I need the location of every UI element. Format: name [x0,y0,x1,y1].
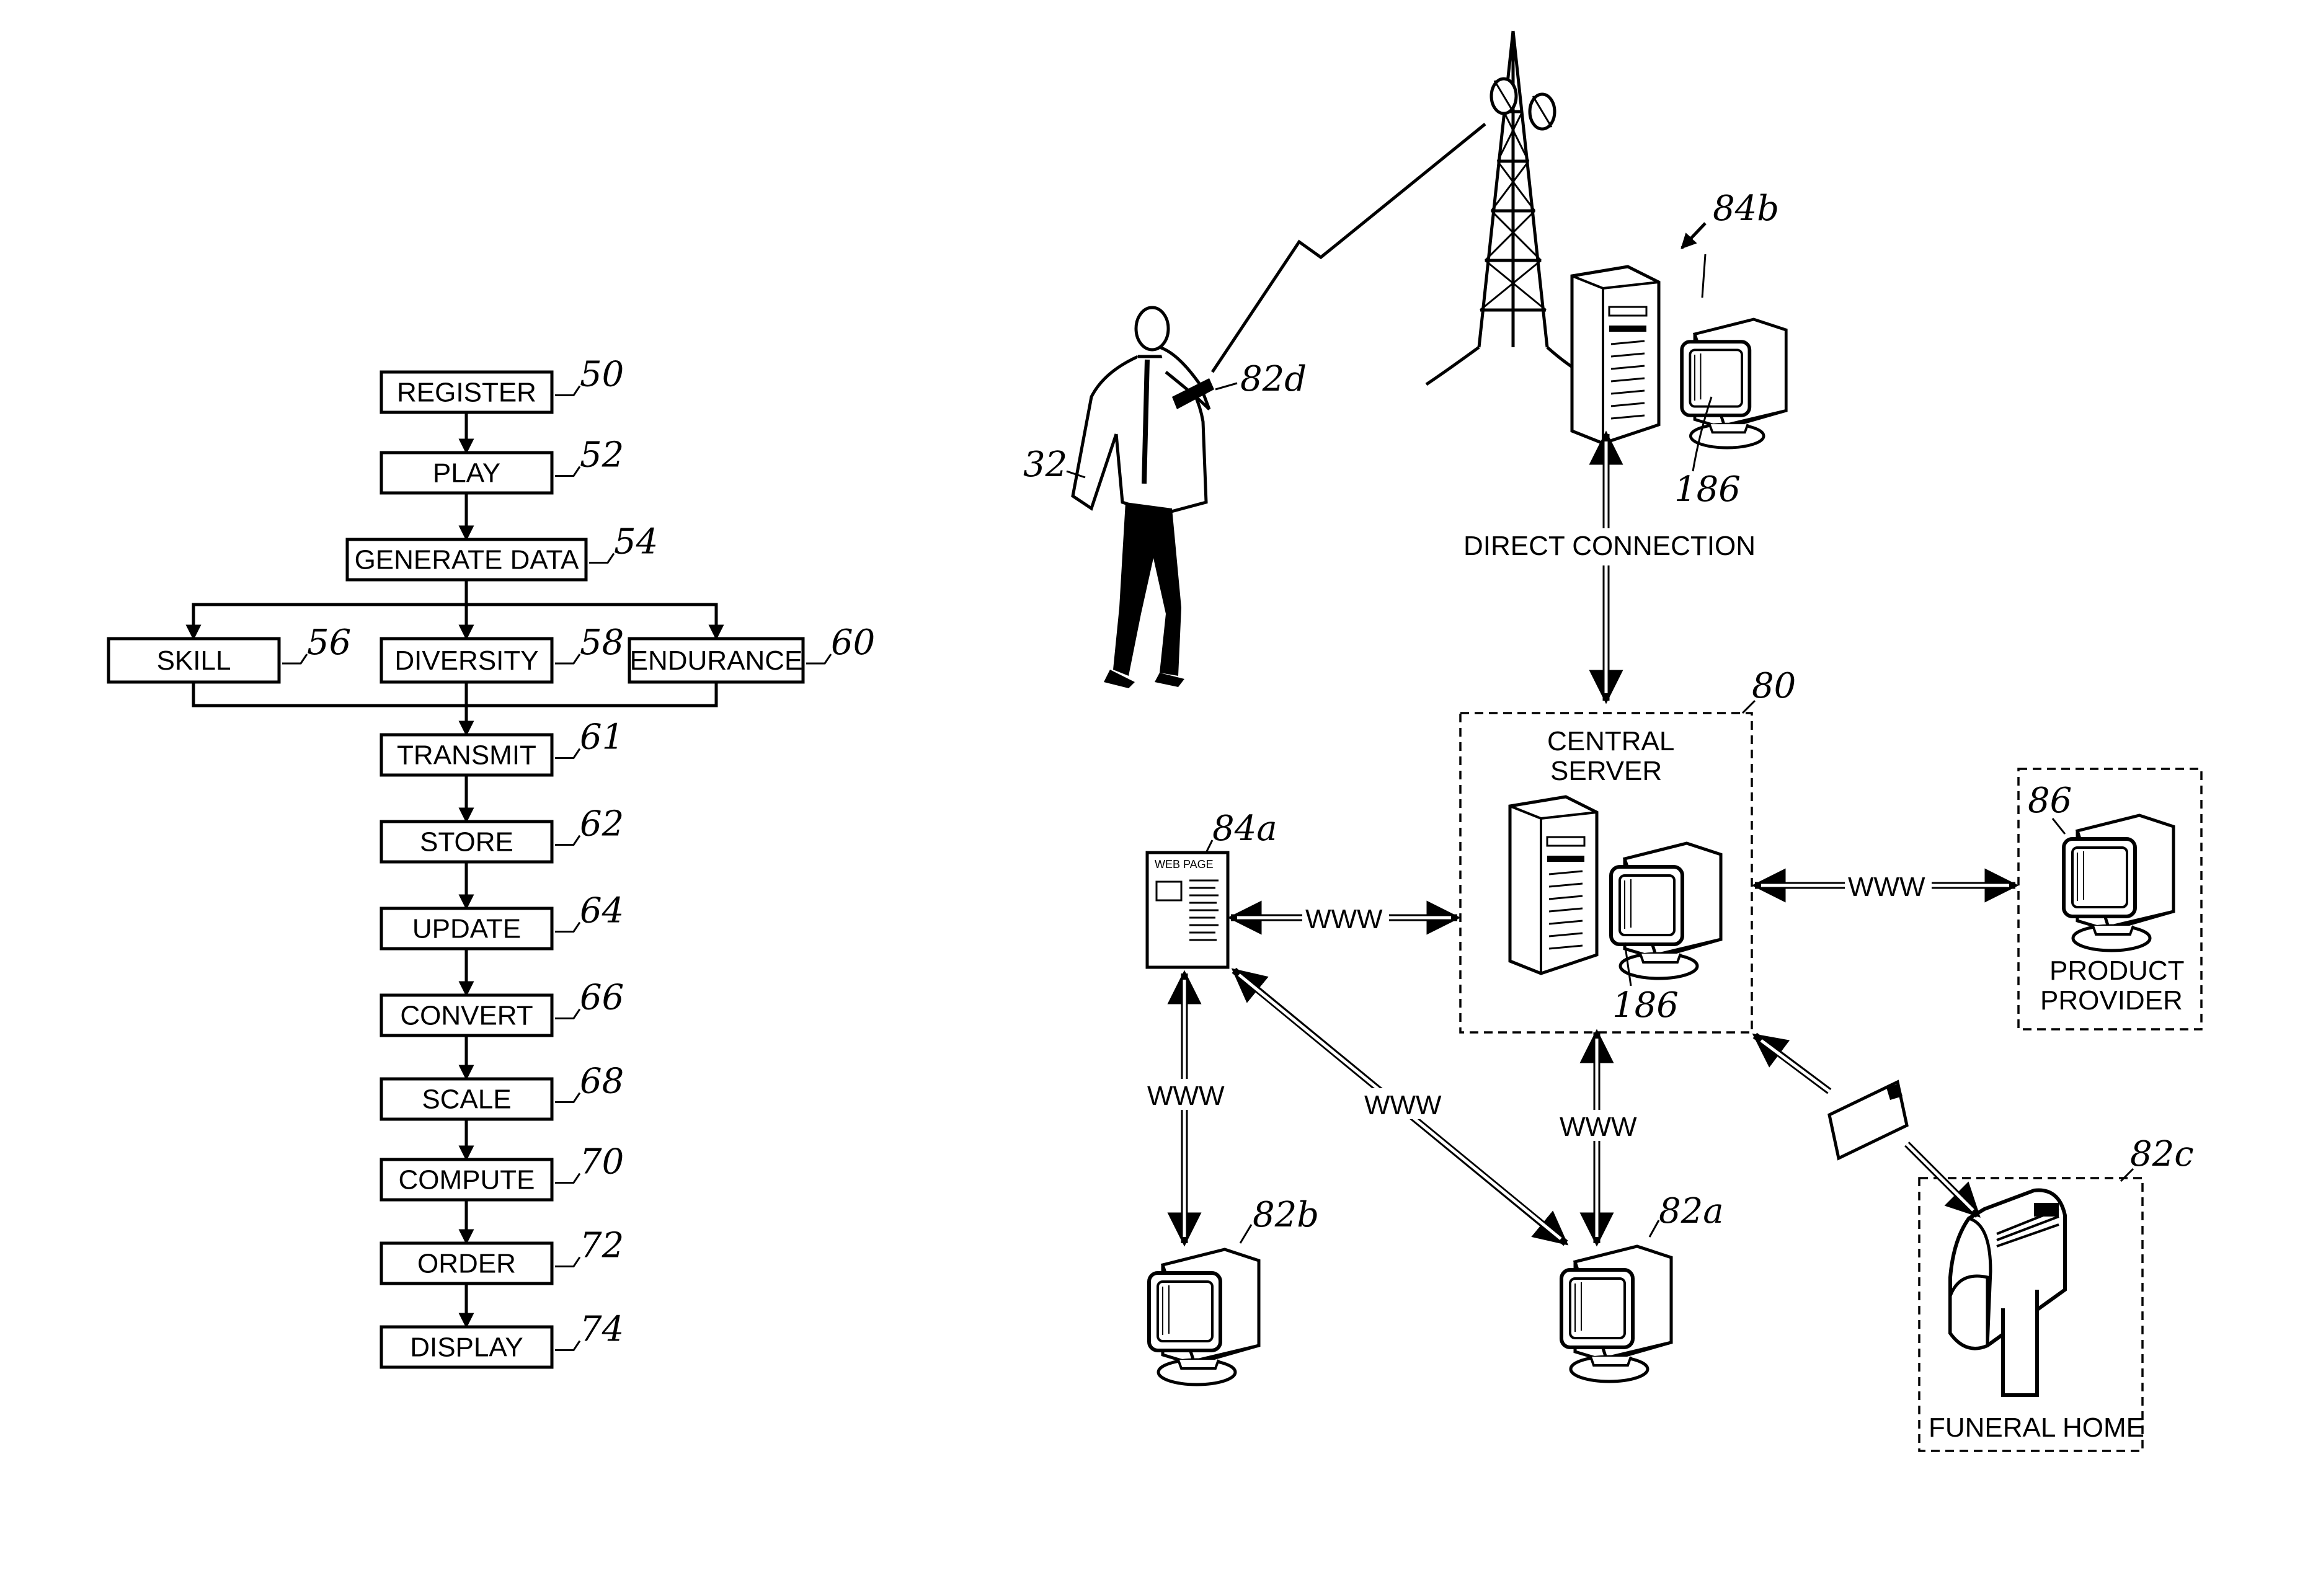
computer-monitor-icon [2064,815,2173,951]
product-line2: PROVIDER [2040,985,2183,1016]
handheld-ref: 82d [1240,359,1307,399]
central-computer-ref: 186 [1612,985,1679,1026]
computer-monitor-icon [1149,1249,1259,1385]
flow-step-ref: 56 [307,623,351,663]
www-label-webpage-82a: WWW [1364,1090,1442,1120]
www-label-central-product: WWW [1848,872,1925,902]
flow-ref-leader [555,1009,580,1019]
flow-ref-leader [555,1257,580,1267]
flow-step-label: PLAY [433,458,500,489]
central-server-line1: CENTRAL [1547,726,1674,756]
flow-ref-leader [555,654,580,663]
www-label-central-82a: WWW [1560,1112,1637,1142]
computer-b-ref: 82b [1253,1195,1319,1235]
flow-step-ref: 68 [580,1062,624,1102]
flow-step-ref: 70 [580,1142,624,1182]
server-tower-icon [1510,797,1597,973]
person-figure [1073,308,1214,688]
www-label-webpage-82b: WWW [1147,1081,1225,1111]
flow-step-label: ORDER [417,1249,516,1279]
flow-step-label: ENDURANCE [630,645,803,676]
flow-ref-leader [589,554,614,563]
web-page-document: WEB PAGE [1147,853,1228,967]
flow-ref-leader [555,467,580,476]
flow-step-label: CONVERT [400,1001,533,1031]
flow-ref-leader [555,1093,580,1102]
flow-step-label: UPDATE [412,914,521,944]
flow-step-label: SKILL [157,645,231,676]
flow-step-ref: 61 [580,717,624,758]
flow-step-label: GENERATE DATA [355,545,579,575]
flow-connector [193,605,716,639]
flow-step-ref: 62 [580,804,624,845]
flow-step-ref: 58 [580,623,624,663]
flow-ref-leader [555,1341,580,1350]
wireless-signal [1212,124,1485,372]
flow-step-ref: 54 [614,522,658,562]
flow-step-ref: 60 [831,623,875,663]
flow-ref-leader [282,654,307,663]
central-ref: 80 [1752,666,1796,706]
server-tower-icon [1572,267,1659,443]
computer-monitor-icon [1561,1246,1671,1381]
direct-connection-label: DIRECT CONNECTION [1463,531,1756,561]
central-server-line2: SERVER [1550,756,1662,786]
funeral-ref: 82c [2130,1134,2194,1174]
envelope-icon [1829,1082,1907,1158]
flow-ref-leader [555,386,580,396]
flow-step-label: DIVERSITY [394,645,538,676]
mailbox-icon [1950,1190,2065,1396]
flow-step-ref: 50 [580,355,624,395]
user-ref: 32 [1023,445,1067,485]
flow-step-ref: 64 [580,891,624,931]
flow-step-ref: 52 [580,435,624,476]
flow-step-label: SCALE [422,1084,511,1115]
web-page-title: WEB PAGE [1155,858,1214,871]
flow-ref-leader [555,923,580,932]
flow-step-label: TRANSMIT [397,740,536,771]
station-computer-ref: 186 [1674,469,1741,510]
flow-ref-leader [555,836,580,845]
product-ref: 86 [2028,781,2072,821]
flow-ref-leader [806,654,831,663]
flowchart: REGISTER 50PLAY 52GENERATE DATA 54SKILL 56DI… [109,355,875,1368]
web-page-ref: 84a [1212,809,1277,849]
flow-step-ref: 74 [580,1310,624,1350]
product-line1: PRODUCT [2049,955,2185,986]
flow-connector [193,682,716,706]
www-label-webpage-central: WWW [1305,904,1383,934]
flow-step-ref: 72 [580,1226,624,1266]
flow-ref-leader [555,749,580,758]
flow-step-label: STORE [420,827,513,858]
flow-step-label: COMPUTE [399,1165,535,1195]
flow-step-label: REGISTER [397,378,536,408]
flow-step-label: DISPLAY [410,1332,523,1363]
computer-monitor-icon [1682,319,1786,448]
station-ref: 84b [1713,188,1779,229]
flow-step-ref: 66 [580,978,624,1018]
network-diagram: 84b 186 32 82d DIRECT CONNECTION CENTRAL… [1023,31,2201,1451]
radio-tower-icon [1426,31,1594,384]
flow-ref-leader [555,1174,580,1183]
funeral-home-label: FUNERAL HOME [1929,1412,2144,1443]
computer-a-ref: 82a [1659,1191,1724,1231]
